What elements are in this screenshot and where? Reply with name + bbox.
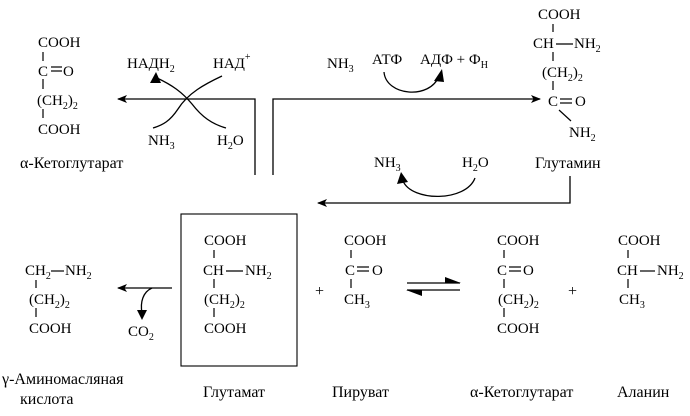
alanine-structure: COOH CH NH2 CH3 <box>617 233 684 311</box>
ch2-group: (CH2)2 <box>29 292 70 311</box>
curve-co2 <box>140 287 153 314</box>
name-gaba-line1: γ-Аминомасляная <box>1 371 124 388</box>
equilibrium-arrows <box>406 277 461 296</box>
nh2-group: NH2 <box>657 263 684 282</box>
cooh-label: COOH <box>344 233 387 249</box>
ch-group: CH <box>617 263 638 279</box>
name-pyruvate: Пируват <box>332 384 389 401</box>
reaction-oxidative-deamination: НАДН2 НАД+ NH3 H2O <box>117 52 256 175</box>
cooh-label: COOH <box>29 321 72 337</box>
arrow-to-glutamine <box>272 95 541 175</box>
nad-label: НАД+ <box>213 52 251 72</box>
nh3-label: NH3 <box>327 56 354 75</box>
adp-pi-label: АДФ + ФН <box>420 52 488 71</box>
ch2-group: (CH2)2 <box>204 292 245 311</box>
curve-h2o-nh3 <box>402 177 476 197</box>
ch-group: CH <box>533 36 554 52</box>
ch2-group: (CH2)2 <box>542 65 583 84</box>
ch-group: CH <box>203 263 224 279</box>
ch3-group: CH3 <box>344 292 370 311</box>
arrow-to-ketoglutarate <box>117 95 256 175</box>
gaba-structure: CH2 NH2 (CH2)2 COOH <box>25 263 92 337</box>
name-alanine: Аланин <box>617 384 670 401</box>
oxygen-label: O <box>523 263 534 279</box>
nh3-label: NH3 <box>374 155 401 174</box>
nh2-group: NH2 <box>65 263 92 282</box>
cooh-label: COOH <box>38 122 81 138</box>
h2o-label: H2O <box>217 133 244 152</box>
c-atom: C <box>548 94 558 110</box>
curve-h2o-nadh2 <box>156 77 227 129</box>
glutamate-box <box>180 213 298 367</box>
nh3-label: NH3 <box>148 133 175 152</box>
name-gaba-line2: кислота <box>20 391 74 408</box>
name-glutamate: Глутамат <box>203 384 265 401</box>
name-ketoglutarate-bottom: α-Кетоглутарат <box>470 384 573 401</box>
ketoglutarate-bottom-structure: COOH C O (CH2)2 COOH <box>497 233 540 337</box>
cooh-label: COOH <box>38 35 81 51</box>
atp-label: АТФ <box>372 52 402 68</box>
name-ketoglutarate-top: α-Кетоглутарат <box>20 155 123 172</box>
ch2-group: CH2 <box>25 263 51 282</box>
pyruvate-structure: COOH C O CH3 <box>344 233 387 311</box>
arrow-to-glutamate <box>317 176 571 207</box>
cooh-label: COOH <box>497 321 540 337</box>
oxygen-label: O <box>372 263 383 279</box>
cooh-label: COOH <box>618 233 661 249</box>
cooh-label: COOH <box>538 7 581 23</box>
h2o-label: H2O <box>462 155 489 174</box>
nh2-group: NH2 <box>574 36 601 55</box>
oxygen-label: O <box>575 94 586 110</box>
glutamate-structure: COOH CH NH2 (CH2)2 COOH <box>203 233 272 337</box>
nh2-group: NH2 <box>245 263 272 282</box>
curve-atp-adp <box>383 71 440 93</box>
nh2-group: NH2 <box>569 125 596 144</box>
plus-sign: + <box>568 283 577 300</box>
glutamine-structure: COOH CH NH2 (CH2)2 C O NH2 <box>533 7 601 144</box>
cooh-label: COOH <box>204 233 247 249</box>
name-glutamine: Глутамин <box>535 155 601 172</box>
co2-label: CO2 <box>128 324 154 343</box>
c-atom: C <box>345 263 355 279</box>
cooh-label: COOH <box>204 321 247 337</box>
ch2-group: (CH2)2 <box>498 292 539 311</box>
reaction-glutaminase: NH3 H2O <box>317 155 571 207</box>
c-atom: C <box>38 64 48 80</box>
ch2-group: (CH2)2 <box>37 93 78 112</box>
ch3-group: CH3 <box>619 292 645 311</box>
oxygen-label: O <box>63 64 74 80</box>
ketoglutarate-top-structure: COOH C O (CH2)2 COOH <box>37 35 81 138</box>
c-atom: C <box>497 263 507 279</box>
reaction-glutamine-synthesis: NH3 АТФ АДФ + ФН <box>272 52 541 175</box>
curve-nad-nh3 <box>152 75 223 129</box>
nadh2-label: НАДН2 <box>127 56 175 75</box>
plus-sign: + <box>315 283 324 300</box>
cooh-label: COOH <box>497 233 540 249</box>
reaction-decarboxylation: CO2 <box>117 284 172 343</box>
